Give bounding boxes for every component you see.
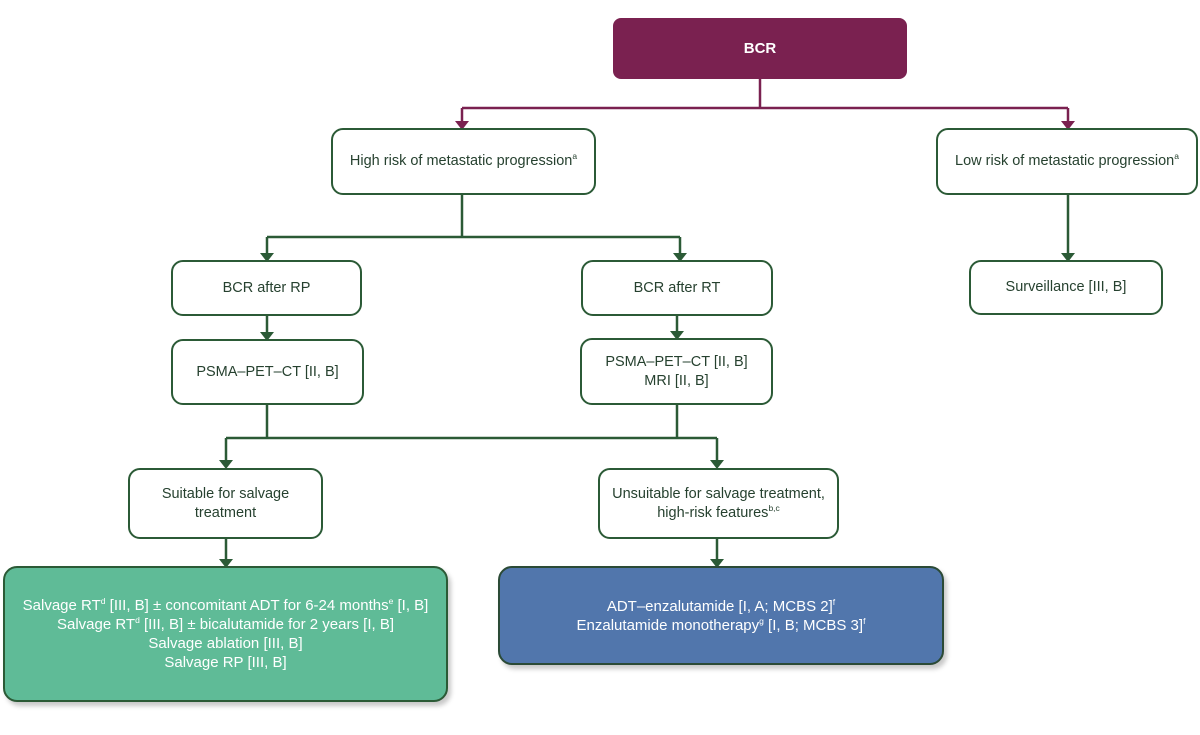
salvage-rt-bicalutamide-line: Salvage RTd [III, B] ± bicalutamide for …: [56, 615, 394, 633]
low-risk-label: Low risk of metastatic progressiona: [955, 151, 1179, 169]
bcr-after-rt-node: BCR after RT: [581, 260, 773, 316]
suitable-line-1: Suitable for salvage: [161, 485, 290, 502]
bcr-after-rt-label: BCR after RT: [633, 279, 721, 296]
unsuitable-salvage-node: Unsuitable for salvage treatment, high-r…: [598, 468, 839, 539]
unsuitable-line-2: high-risk featuresb,c: [657, 502, 780, 521]
bcr-after-rp-node: BCR after RP: [171, 260, 362, 316]
salvage-options-node: Salvage RTd [III, B] ± concomitant ADT f…: [3, 566, 448, 702]
green-arrowheads: [219, 253, 1075, 568]
bcr-root-node: BCR: [613, 18, 907, 79]
psma-pet-ct-rp-label: PSMA–PET–CT [II, B]: [196, 363, 339, 380]
high-risk-node: High risk of metastatic progressiona: [331, 128, 596, 195]
green-connectors: [224, 194, 1070, 561]
bcr-after-rp-label: BCR after RP: [222, 279, 311, 296]
mri-label: MRI [II, B]: [644, 372, 709, 389]
psma-pet-ct-mri-node: PSMA–PET–CT [II, B] MRI [II, B]: [580, 338, 773, 405]
root-connectors: [460, 78, 1070, 124]
adt-enzalutamide-line: ADT–enzalutamide [I, A; MCBS 2]f: [606, 596, 836, 615]
enzalutamide-options-node: ADT–enzalutamide [I, A; MCBS 2]f Enzalut…: [498, 566, 944, 665]
high-risk-label: High risk of metastatic progressiona: [349, 151, 578, 169]
footnote-marker: b,c: [768, 502, 780, 513]
enzalutamide-monotherapy-line: Enzalutamide monotherapyg [I, B; MCBS 3]…: [576, 615, 866, 634]
low-risk-node: Low risk of metastatic progressiona: [936, 128, 1198, 195]
surveillance-label: Surveillance [III, B]: [1005, 279, 1127, 295]
salvage-rt-adt-line: Salvage RTd [III, B] ± concomitant ADT f…: [22, 596, 429, 614]
bcr-root-label: BCR: [743, 40, 777, 57]
root-arrowheads: [455, 121, 1075, 130]
salvage-rp-line: Salvage RP [III, B]: [164, 654, 287, 671]
suitable-salvage-node: Suitable for salvage treatment: [128, 468, 323, 539]
suitable-line-2: treatment: [194, 504, 257, 521]
psma-pet-ct-rt-label: PSMA–PET–CT [II, B]: [605, 353, 748, 370]
surveillance-node: Surveillance [III, B]: [969, 260, 1163, 315]
psma-pet-ct-rp-node: PSMA–PET–CT [II, B]: [171, 339, 364, 405]
salvage-ablation-line: Salvage ablation [III, B]: [148, 635, 303, 652]
footnote-marker: a: [572, 151, 578, 161]
unsuitable-line-1: Unsuitable for salvage treatment,: [612, 485, 825, 502]
footnote-marker: a: [1174, 151, 1179, 161]
